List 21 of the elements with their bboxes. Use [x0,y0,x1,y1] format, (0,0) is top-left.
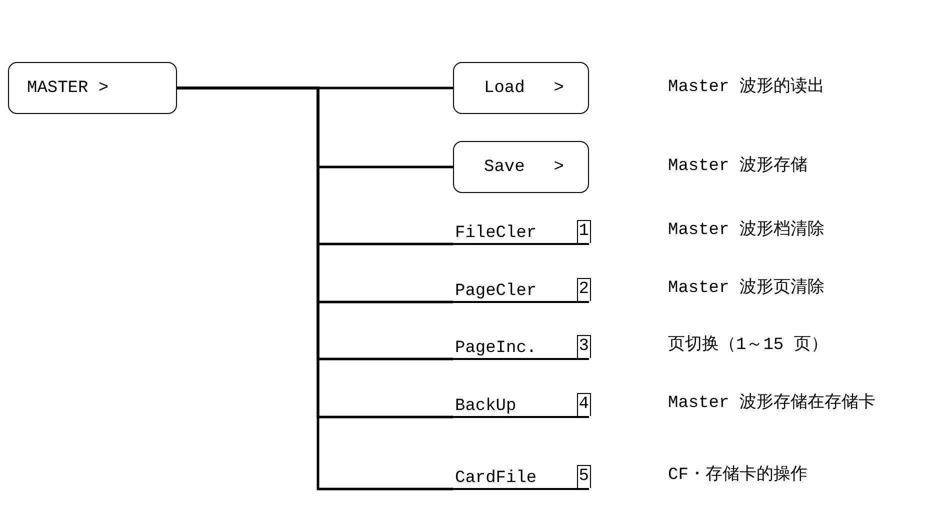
item-label: PageCler [455,282,537,301]
item-label: CardFile [455,469,537,488]
key-number: 5 [576,465,591,488]
description-text: Master 波形存储 [668,156,808,178]
item-label: BackUp [455,397,516,416]
description-text: Master 波形档清除 [668,220,824,242]
description-text: Master 波形页清除 [668,278,824,300]
item-label: PageInc. [455,339,537,358]
key-number: 2 [576,278,591,301]
key-number: 3 [576,335,591,358]
menu-button: Load > [453,62,589,114]
menu-button: Save > [453,141,589,193]
item-label: FileCler [455,224,537,243]
description-text: CF・存储卡的操作 [668,465,808,487]
description-text: Master 波形存储在存储卡 [668,393,876,415]
menu-button: MASTER > [8,62,177,114]
key-number: 1 [576,220,591,243]
description-text: 页切换（1～15 页） [668,335,828,357]
key-number: 4 [576,393,591,416]
description-text: Master 波形的读出 [668,77,824,99]
connector-line [177,86,453,490]
